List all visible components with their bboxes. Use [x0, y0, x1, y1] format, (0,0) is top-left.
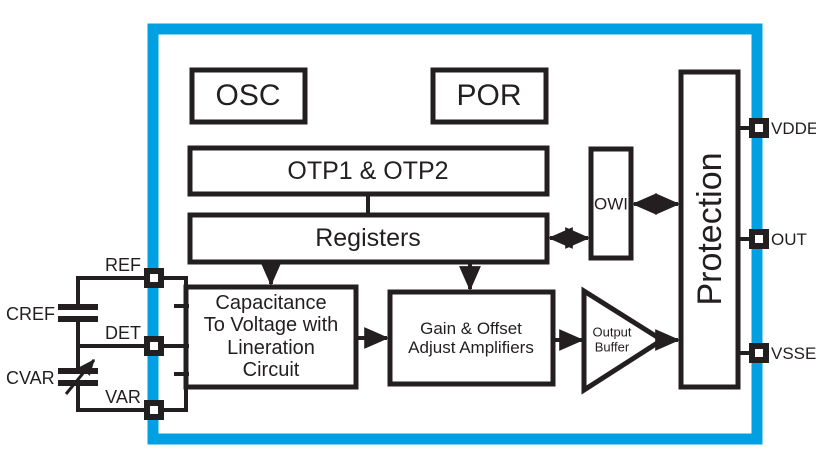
osc-block — [189, 67, 308, 125]
pin-pad-det — [144, 336, 164, 356]
wire-var-rail — [76, 385, 152, 412]
pin-pad-out — [749, 229, 769, 249]
pin-pad-vsse — [749, 343, 769, 363]
pin-label-var: VAR — [105, 386, 141, 407]
pin-label-vsse: VSSE — [771, 344, 816, 363]
pin-label-out: OUT — [771, 230, 807, 249]
protection-block — [678, 69, 741, 390]
por-block — [430, 67, 549, 125]
output-buffer-block — [581, 286, 667, 395]
wire-var-to-capacitance — [158, 374, 188, 412]
otp-block-label: OTP1 & OTP2 — [287, 157, 449, 185]
registers-block-label: Registers — [315, 224, 421, 252]
cvar-variable-arrow — [64, 358, 96, 395]
owi-block — [588, 146, 634, 261]
owi-block-label: OWI — [594, 194, 628, 214]
capacitance-block-label: Capacitance To Voltage with Lineration C… — [203, 292, 339, 382]
osc-block-label: OSC — [215, 79, 281, 113]
output-buffer-label: Output Buffer — [592, 324, 632, 354]
pin-label-ref: REF — [105, 254, 141, 275]
protection-block-label: Protection — [690, 152, 729, 306]
pin-label-det: DET — [105, 322, 141, 343]
pin-pad-vdde — [749, 118, 769, 138]
pin-label-vdde: VDDE — [771, 119, 816, 138]
capacitance-block — [183, 284, 359, 390]
gain-block-label: Gain & Offset Adjust Amplifiers — [408, 318, 534, 357]
pin-pad-ref — [144, 268, 164, 288]
otp-block — [187, 145, 550, 197]
pin-pad-var — [144, 400, 164, 420]
component-label-cref: CREF — [6, 304, 55, 324]
wire-ref-rail — [76, 276, 152, 305]
component-label-cvar: CVAR — [6, 368, 55, 388]
por-block-label: POR — [456, 79, 522, 113]
gain-block — [387, 289, 556, 387]
